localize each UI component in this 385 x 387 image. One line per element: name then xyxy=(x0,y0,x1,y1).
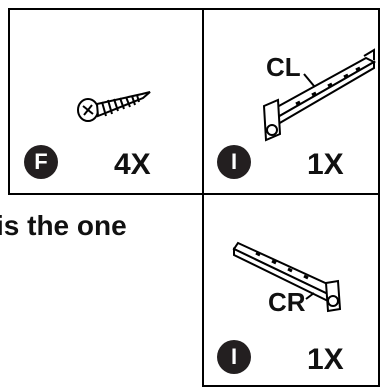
part-label-cl: CL xyxy=(266,52,301,82)
badge-i-cl: I xyxy=(217,145,251,179)
part-cell-f: F 4X xyxy=(8,8,204,195)
screw-icon xyxy=(77,91,151,122)
part-cell-cr: CR I 1X xyxy=(202,193,380,387)
part-cell-cl: CL I 1X xyxy=(202,8,380,195)
rail-right-icon xyxy=(232,241,342,313)
rail-left-icon xyxy=(262,48,377,142)
quantity-f: 4X xyxy=(114,148,151,181)
badge-f: F xyxy=(24,145,58,179)
badge-i-cr: I xyxy=(217,340,251,374)
quantity-cl: 1X xyxy=(307,148,344,181)
caption-text: is the one xyxy=(0,210,127,241)
quantity-cr: 1X xyxy=(307,343,344,376)
part-label-cr: CR xyxy=(268,287,306,317)
